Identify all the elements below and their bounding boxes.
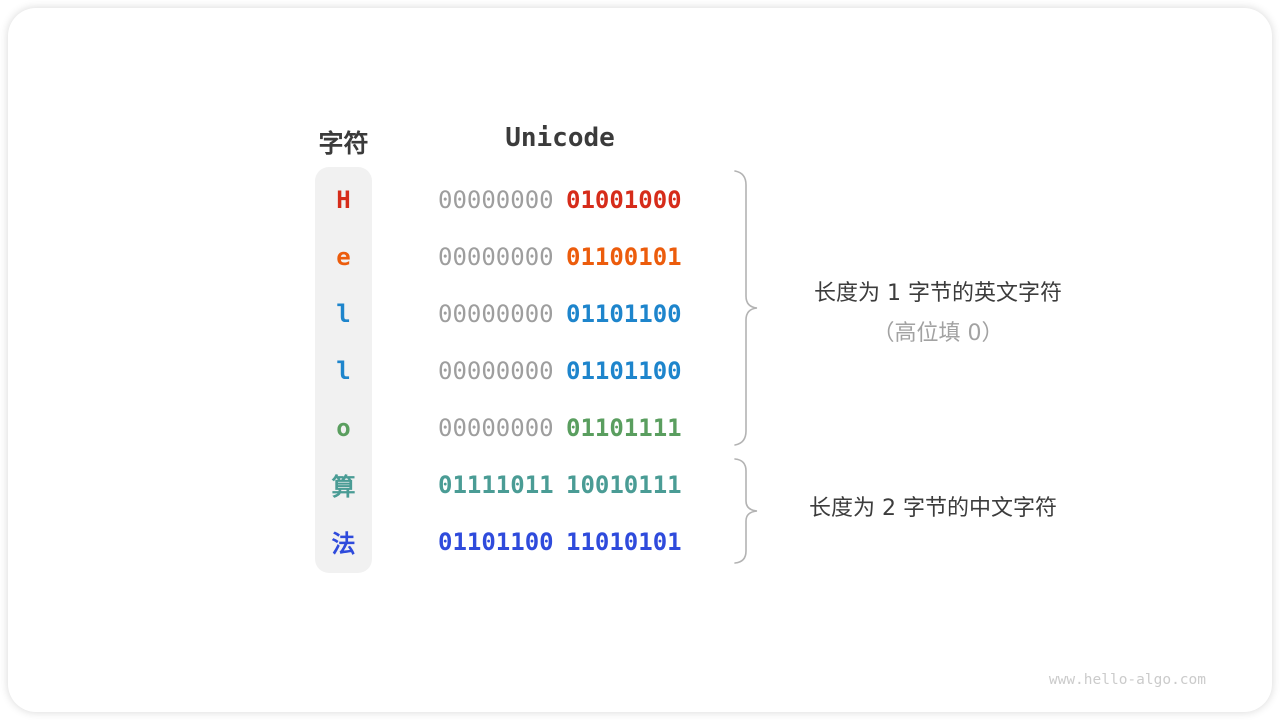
table-row: H 00000000 01001000: [8, 171, 1272, 228]
character-cell: l: [336, 299, 351, 328]
character-cell: H: [336, 185, 351, 214]
byte-high: 01111011: [438, 470, 554, 499]
byte-low: 01001000: [566, 185, 682, 214]
table-row: 法 01101100 11010101: [8, 513, 1272, 570]
byte-low: 01101100: [566, 356, 682, 385]
table-row: o 00000000 01101111: [8, 399, 1272, 456]
character-cell: 算: [331, 473, 356, 501]
annotation-english-chars-line1: 长度为 1 字节的英文字符: [814, 281, 1062, 306]
byte-high: 00000000: [438, 242, 554, 271]
byte-low: 01101111: [566, 413, 682, 442]
annotation-english-chars-line2: （高位填 0）: [872, 321, 1004, 346]
character-cell: 法: [331, 530, 356, 558]
byte-high: 00000000: [438, 413, 554, 442]
character-column-strip: [315, 167, 372, 573]
character-cell: o: [336, 413, 351, 442]
table-row: l 00000000 01101100: [8, 342, 1272, 399]
encoding-table: H 00000000 01001000 e 00000000 01100101 …: [8, 8, 1272, 712]
byte-low: 11010101: [566, 527, 682, 556]
byte-high: 00000000: [438, 185, 554, 214]
byte-high: 01101100: [438, 527, 554, 556]
byte-low: 01100101: [566, 242, 682, 271]
annotation-english-chars: 长度为 1 字节的英文字符 （高位填 0）: [763, 274, 1113, 354]
table-row: e 00000000 01100101: [8, 228, 1272, 285]
column-header-unicode: Unicode: [505, 123, 615, 153]
brace-2-byte-group-icon: [734, 458, 758, 564]
character-cell: l: [336, 356, 351, 385]
byte-low: 10010111: [566, 470, 682, 499]
table-row: 算 01111011 10010111: [8, 456, 1272, 513]
figure-card: 字符 Unicode H 00000000 01001000 e 0000000…: [8, 8, 1272, 712]
byte-high: 00000000: [438, 299, 554, 328]
watermark: www.hello-algo.com: [1048, 672, 1206, 688]
table-row: l 00000000 01101100: [8, 285, 1272, 342]
byte-low: 01101100: [566, 299, 682, 328]
brace-1-byte-group-icon: [734, 170, 758, 446]
byte-high: 00000000: [438, 356, 554, 385]
column-header-character: 字符: [318, 129, 369, 158]
character-cell: e: [336, 242, 351, 271]
annotation-chinese-chars: 长度为 2 字节的中文字符: [809, 496, 1057, 521]
